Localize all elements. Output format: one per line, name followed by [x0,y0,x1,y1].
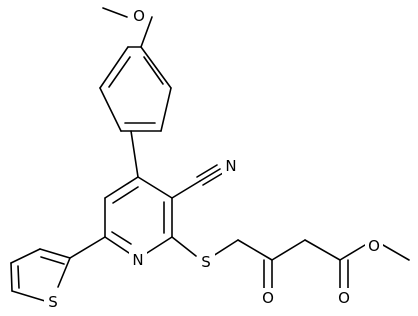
bond-nitrile-triple-b [196,164,218,178]
bond-nitrile-triple-a [199,168,221,182]
methoxy-oxygen-label: O [133,7,145,25]
bond-py-n-c6-inner [111,231,132,245]
bond-th-c2-s [57,257,71,288]
bond-methyl-o [102,7,128,18]
bond-th-c3-c2 [39,248,71,259]
bond-th-c5-c4-inner [17,265,20,289]
ring-nitrogen-label: N [132,251,143,269]
bond-co-ch2 [271,239,306,261]
nitrile-nitrogen-label: N [225,157,236,175]
bond-ar-4 [99,87,122,132]
atom-labels: O N N S S O O O [44,6,383,312]
bond-th-c4-c3 [10,248,41,264]
bond-ch2-co [237,239,273,261]
bond-py-c5-c4-inner [112,186,139,204]
bond-ar-5 [99,46,129,89]
bond-c2-s [171,236,197,257]
bond-ar-1-inner [143,56,164,85]
bond-lines [10,7,410,302]
ester-carbonyl-oxygen-label: O [338,289,350,307]
bond-nitrile-triple-c [202,172,224,186]
bond-pyridine-thiophene [69,236,106,259]
ester-ether-oxygen-label: O [368,237,380,255]
bond-th-c3-c2-inner [40,256,65,265]
bond-o-aryl [140,16,153,48]
thioether-sulfur-label: S [201,253,211,271]
bond-py-n-c6 [104,236,130,254]
bond-th-s-c5 [11,290,46,302]
bond-ar-5-inner [108,56,131,88]
bond-c3-nitrile-c [171,180,201,199]
bond-ar-1 [140,46,172,89]
bond-py-c5-c4 [104,176,139,199]
thiophene-sulfur-label: S [48,293,58,311]
bond-ester-c-o [339,244,366,261]
bond-ar-2 [160,87,172,132]
bond-ch2-ester-c [304,239,341,261]
bond-py-c4-c3 [137,176,173,199]
bond-th-c5-c4 [10,262,13,292]
bond-aryl-pyridine [130,130,139,178]
ketone-oxygen-label: O [262,289,274,307]
bond-py-c2-n [146,236,173,254]
bond-o-methyl [382,244,410,261]
bond-s-ch2 [212,239,239,257]
